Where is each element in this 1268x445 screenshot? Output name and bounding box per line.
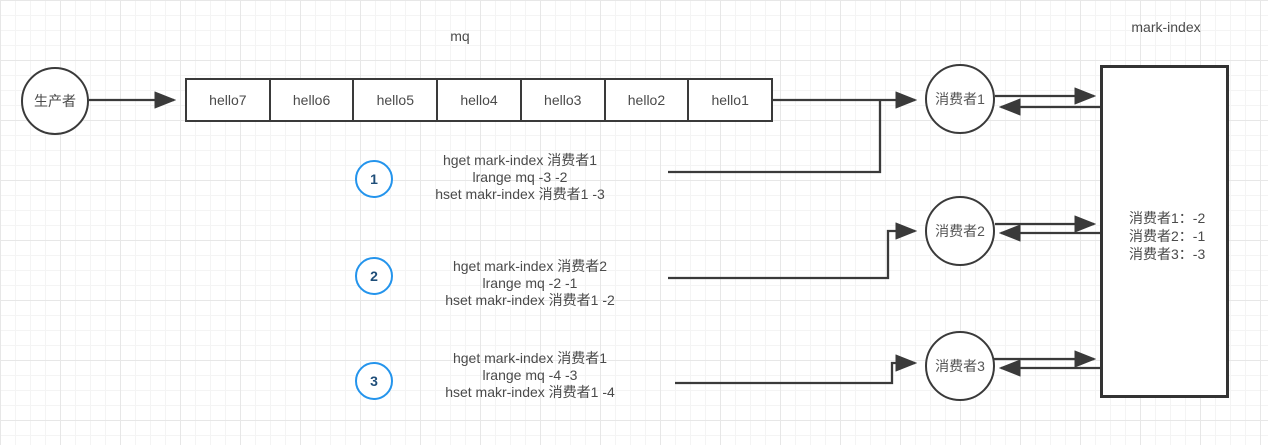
queue-node[interactable]: hello7 hello6 hello5 hello4 hello3 hello… xyxy=(185,78,773,122)
queue-cell-label: hello1 xyxy=(711,92,749,108)
command-line: lrange mq -2 -1 xyxy=(482,275,578,291)
step2-number: 2 xyxy=(370,268,378,284)
command-line: lrange mq -3 -2 xyxy=(472,169,568,185)
connector-step2-to-consumer2[interactable] xyxy=(668,222,918,280)
mark-index-entry: 消费者2：-1 xyxy=(1129,228,1206,244)
step3-number: 3 xyxy=(370,373,378,389)
consumer2-node[interactable]: 消费者2 xyxy=(925,196,995,266)
queue-cell[interactable]: hello2 xyxy=(606,80,690,120)
command-line: hget mark-index 消费者1 xyxy=(452,350,608,366)
command-line: hset makr-index 消费者1 -3 xyxy=(435,186,605,202)
producer-node[interactable]: 生产者 xyxy=(21,67,89,135)
queue-cell[interactable]: hello4 xyxy=(438,80,522,120)
consumer3-node[interactable]: 消费者3 xyxy=(925,331,995,401)
command-line: hset makr-index 消费者1 -4 xyxy=(445,384,615,400)
step3-commands: hget mark-index 消费者1 lrange mq -4 -3 hse… xyxy=(385,350,675,401)
mark-index-entry: 消费者3：-3 xyxy=(1129,246,1206,262)
consumer3-label: 消费者3 xyxy=(935,358,985,374)
mark-index-entries: 消费者1：-2 消费者2：-1 消费者3：-3 xyxy=(1129,209,1226,263)
producer-label: 生产者 xyxy=(34,93,76,109)
queue-cell[interactable]: hello1 xyxy=(689,80,771,120)
mark-index-title: mark-index xyxy=(1131,19,1201,35)
command-line: lrange mq -4 -3 xyxy=(482,367,578,383)
step3-badge[interactable]: 3 xyxy=(355,362,393,400)
queue-title: mq xyxy=(450,28,470,44)
consumer1-node[interactable]: 消费者1 xyxy=(925,64,995,134)
queue-cell-label: hello7 xyxy=(209,92,247,108)
step2-commands: hget mark-index 消费者2 lrange mq -2 -1 hse… xyxy=(385,258,675,309)
mark-index-node[interactable]: 消费者1：-2 消费者2：-1 消费者3：-3 xyxy=(1100,65,1229,398)
queue-cell-label: hello6 xyxy=(292,92,331,108)
step1-number: 1 xyxy=(370,171,378,187)
queue-cell-label: hello4 xyxy=(460,92,498,108)
mark-index-entry: 消费者1：-2 xyxy=(1129,210,1206,226)
command-line: hget mark-index 消费者2 xyxy=(452,258,608,274)
queue-cell[interactable]: hello5 xyxy=(354,80,439,120)
step2-badge[interactable]: 2 xyxy=(355,257,393,295)
queue-cell[interactable]: hello6 xyxy=(271,80,355,120)
consumer1-label: 消费者1 xyxy=(935,91,985,107)
connector-step3-to-consumer3[interactable] xyxy=(675,354,918,385)
command-line: hget mark-index 消费者1 xyxy=(442,152,598,168)
step1-badge[interactable]: 1 xyxy=(355,160,393,198)
queue-cell-label: hello5 xyxy=(376,92,414,108)
queue-cell[interactable]: hello3 xyxy=(522,80,606,120)
command-line: hset makr-index 消费者1 -2 xyxy=(445,292,615,308)
queue-cell-label: hello3 xyxy=(544,92,582,108)
queue-cell-label: hello2 xyxy=(627,92,666,108)
queue-cell[interactable]: hello7 xyxy=(187,80,271,120)
consumer2-label: 消费者2 xyxy=(935,223,985,239)
step1-commands: hget mark-index 消费者1 lrange mq -3 -2 hse… xyxy=(375,152,665,203)
